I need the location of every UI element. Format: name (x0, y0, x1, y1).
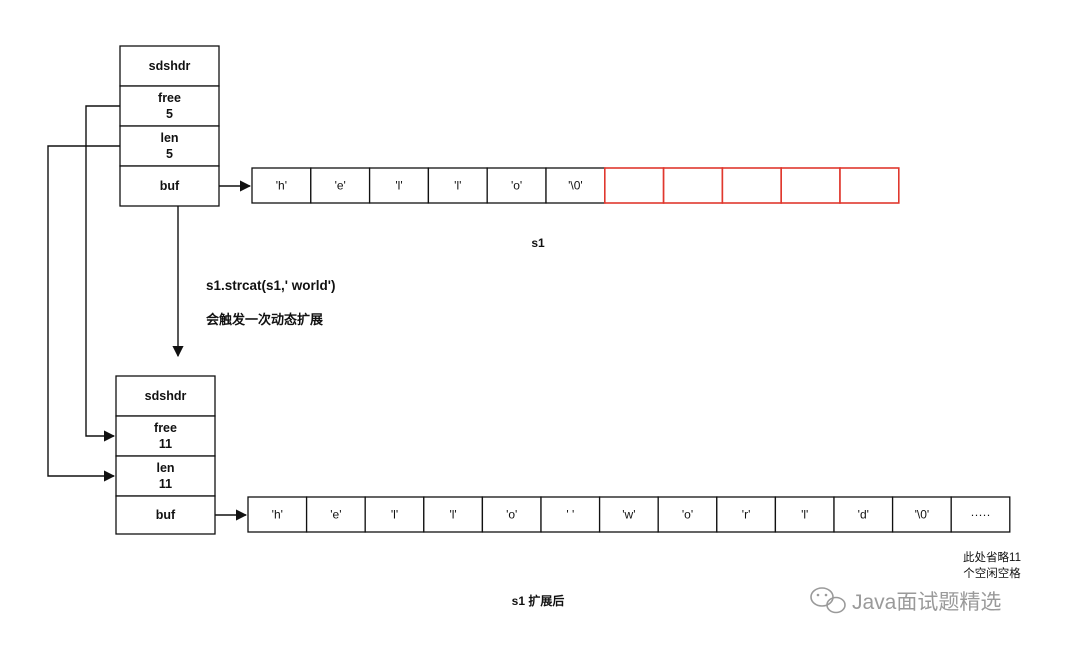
buf-field-label: buf (156, 508, 176, 522)
char-cell-label: 'l' (391, 508, 398, 522)
char-cell (247, 496, 308, 533)
char-cell (950, 496, 1011, 533)
caption-after: s1 扩展后 (512, 593, 565, 608)
omitted-space-note-line1: 此处省略11 (963, 550, 1021, 564)
char-cell-label: 'l' (449, 508, 456, 522)
expansion-note: 会触发一次动态扩展 (206, 312, 324, 327)
len-field-label: len (156, 461, 174, 475)
free-space-cell (603, 167, 665, 204)
omitted-space-note-line2: 个空闲空格 (963, 566, 1021, 580)
char-cell-label: 'l' (801, 508, 808, 522)
char-cell (545, 167, 606, 204)
free-field-label: free (158, 91, 181, 105)
char-cell (481, 496, 542, 533)
char-array-before: 'h' 'e' 'l' 'l' 'o' '\0' (251, 167, 900, 204)
char-cell-label: 'e' (335, 179, 346, 193)
sdshdr-header-cell (119, 45, 220, 87)
free-space-cell (839, 167, 900, 204)
len-field-value: 11 (159, 477, 172, 491)
watermark: Java面试题精选 (810, 587, 1001, 614)
char-cell-label: 'd' (858, 508, 869, 522)
char-cell-label: 'h' (272, 508, 283, 522)
char-cell-label: 'l' (395, 179, 402, 193)
len-field-label: len (160, 131, 178, 145)
char-cell-label: 'l' (454, 179, 461, 193)
char-cell (833, 496, 894, 533)
caption-before: s1 (531, 236, 545, 250)
free-space-cell (721, 167, 783, 204)
char-cell-label: 'o' (506, 508, 517, 522)
wechat-icon (810, 587, 846, 614)
sdshdr-struct-after: sdshdr free 11 len 11 buf (115, 375, 216, 535)
char-cell-label: '\0' (568, 179, 583, 193)
char-cell-label: 'o' (511, 179, 522, 193)
char-cell-label: 'w' (622, 508, 635, 522)
char-cell (364, 496, 425, 533)
char-cell (305, 496, 366, 533)
len-link-arrow (47, 145, 120, 482)
watermark-text: Java面试题精选 (852, 591, 1001, 614)
char-cell-label: '\0' (915, 508, 930, 522)
char-cell (657, 496, 718, 533)
free-field-cell (119, 85, 220, 127)
sdshdr-struct-before: sdshdr free 5 len 5 buf (119, 45, 220, 207)
char-cell (774, 496, 835, 533)
sdshdr-header-label: sdshdr (145, 389, 187, 403)
char-cell-label: 'h' (276, 179, 287, 193)
char-cell-label: 'e' (330, 508, 341, 522)
free-field-cell (115, 415, 216, 457)
free-field-label: free (154, 421, 177, 435)
free-space-cell (780, 167, 841, 204)
char-cell-label: 'o' (682, 508, 693, 522)
char-cell-label: ····· (971, 508, 991, 522)
len-field-value: 5 (166, 147, 173, 161)
free-space-cell (662, 167, 724, 204)
sdshdr-header-label: sdshdr (149, 59, 191, 73)
buf-field-label: buf (160, 179, 180, 193)
char-array-after: 'h' 'e' 'l' 'l' 'o' ' ' 'w' 'o' 'r' 'l' 'd' '\0' ···… (247, 496, 1011, 533)
free-field-value: 11 (159, 437, 172, 451)
buf-field-cell (115, 495, 216, 535)
char-cell-label: ' ' (566, 508, 574, 522)
free-field-value: 5 (166, 107, 173, 121)
char-cell (423, 496, 484, 533)
char-cell (598, 496, 659, 533)
char-cell (891, 496, 952, 533)
sdshdr-header-cell (115, 375, 216, 417)
strcat-call-text: s1.strcat(s1,' world') (206, 278, 335, 293)
char-cell (486, 167, 547, 204)
char-cell (716, 496, 777, 533)
char-cell-label: 'r' (742, 508, 751, 522)
len-field-cell (115, 455, 216, 497)
free-link-arrow (85, 105, 120, 442)
